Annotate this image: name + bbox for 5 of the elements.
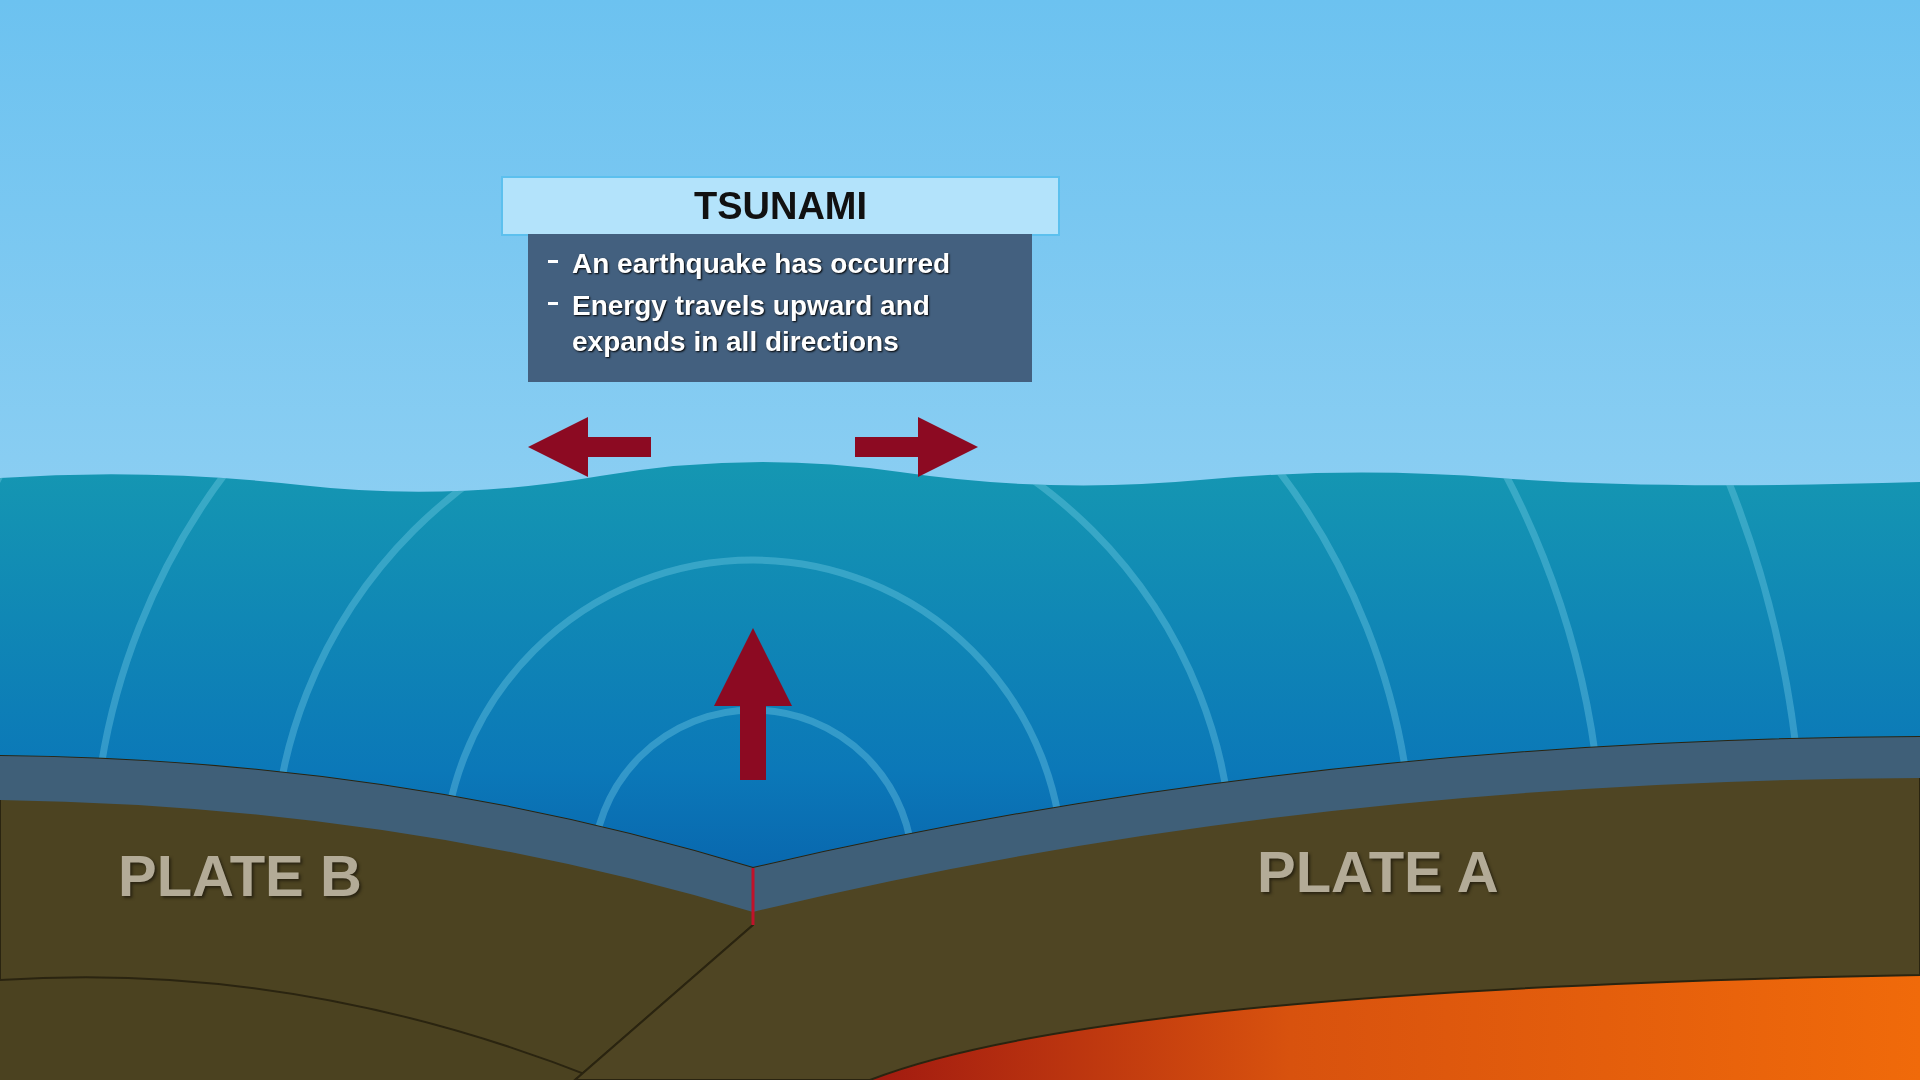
plate-label: PLATE B (118, 842, 362, 909)
plate-label: PLATE A (1257, 838, 1499, 905)
title-banner: TSUNAMI (501, 176, 1060, 236)
bullet-text: An earthquake has occurred (572, 247, 952, 281)
bullet-text: Energy travels upward and expands in all directions (572, 289, 931, 359)
